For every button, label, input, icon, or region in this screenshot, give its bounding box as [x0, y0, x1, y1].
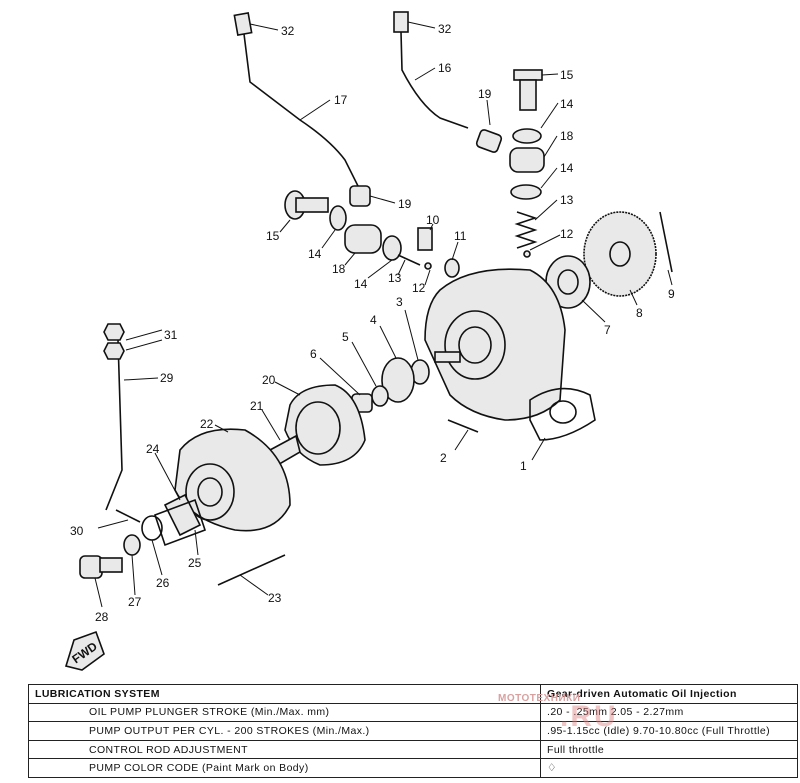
callout-26: 26: [156, 576, 170, 590]
callout-19-right: 19: [478, 87, 492, 101]
spec-row-label: OIL PUMP PLUNGER STROKE (Min./Max. mm): [28, 702, 541, 723]
spring-13-right: [514, 211, 538, 249]
banjo-bolt-15-right: [513, 69, 543, 111]
cam-20: [284, 384, 366, 466]
spec-header-label: LUBRICATION SYSTEM: [28, 684, 541, 704]
callout-30: 30: [70, 524, 84, 538]
callout-11: 11: [454, 229, 467, 243]
spec-row: CONTROL ROD ADJUSTMENT Full throttle: [28, 739, 798, 760]
banjo-18-right: [509, 147, 545, 173]
callout-14-left: 14: [308, 247, 322, 261]
hose-clip-19-left: [349, 185, 371, 207]
callout-15-right: 15: [560, 68, 574, 82]
leader-lines: [94, 21, 673, 608]
plate-4: [381, 357, 415, 403]
screw-23: [217, 554, 286, 586]
callout-18-left: 18: [332, 262, 346, 276]
callout-4: 4: [370, 313, 377, 327]
callout-31: 31: [164, 328, 178, 342]
bearing-bore: [557, 269, 579, 295]
spring-13-left: [397, 254, 421, 266]
callout-17: 17: [334, 93, 348, 107]
spring-30: [115, 509, 141, 523]
callout-15-left: 15: [266, 229, 280, 243]
spec-row-label: CONTROL ROD ADJUSTMENT: [28, 739, 541, 760]
washer-11: [444, 258, 460, 278]
callout-1: 1: [520, 459, 527, 473]
callout-14-left-lower: 14: [354, 277, 368, 291]
callout-22: 22: [200, 417, 214, 431]
spec-row-value: Full throttle: [540, 739, 798, 760]
callout-5: 5: [342, 330, 349, 344]
plate-24: [163, 493, 202, 537]
callout-21: 21: [250, 399, 264, 413]
spec-row-value: ♢: [540, 758, 798, 778]
callout-7: 7: [604, 323, 611, 337]
callout-27: 27: [128, 595, 142, 609]
callout-2: 2: [440, 451, 447, 465]
gasket-25: [153, 498, 207, 547]
callout-10: 10: [426, 213, 440, 227]
callout-16: 16: [438, 61, 452, 75]
spec-row: OIL PUMP PLUNGER STROKE (Min./Max. mm) .…: [28, 702, 798, 723]
pump-cover-22: [174, 428, 291, 532]
washer-14-right-upper: [512, 128, 542, 144]
spec-row-value: .20 - .25mm 2.05 - 2.27mm: [540, 702, 798, 723]
callout-6: 6: [310, 347, 317, 361]
spec-row: PUMP OUTPUT PER CYL. - 200 STROKES (Min.…: [28, 721, 798, 741]
bolt-28: [79, 555, 123, 579]
callout-14-right-upper: 14: [560, 97, 574, 111]
screw-2: [447, 419, 479, 433]
callout-14-right-lower: 14: [560, 161, 574, 175]
spec-row-value: .95-1.15cc (Idle) 9.70-10.80cc (Full Thr…: [540, 721, 798, 741]
callout-19-left: 19: [398, 197, 412, 211]
nut-31-lower: [103, 342, 125, 360]
forward-arrow-icon: FWD: [64, 630, 105, 671]
callout-18-right: 18: [560, 129, 574, 143]
banjo-bolt-15-left: [284, 190, 329, 220]
washer-27: [123, 534, 141, 556]
spec-header-value: Gear-driven Automatic Oil Injection: [540, 684, 798, 704]
lubrication-spec-table: LUBRICATION SYSTEM Gear-driven Automatic…: [28, 684, 798, 778]
callout-32-left: 32: [281, 24, 295, 38]
washer-14-left: [329, 205, 347, 231]
callout-9: 9: [668, 287, 675, 301]
spec-row-label: PUMP COLOR CODE (Paint Mark on Body): [28, 758, 541, 778]
callout-25: 25: [188, 556, 202, 570]
callout-29: 29: [160, 371, 174, 385]
callout-13-right: 13: [560, 193, 574, 207]
oil-pump-exploded-diagram: FWD: [64, 11, 675, 671]
washer-5: [371, 385, 389, 407]
callout-labels: 32 32 17 16 15 19 14 18 14 13 19 15 14 1…: [70, 22, 675, 624]
callout-28: 28: [95, 610, 109, 624]
callout-20: 20: [262, 373, 276, 387]
callout-24: 24: [146, 442, 160, 456]
washer-14-right-lower: [510, 184, 542, 200]
callout-8: 8: [636, 306, 643, 320]
pump-body: [424, 268, 566, 421]
callout-12-left: 12: [412, 281, 426, 295]
callout-23: 23: [268, 591, 282, 605]
callout-12-right: 12: [560, 227, 574, 241]
callout-32-right: 32: [438, 22, 452, 36]
spec-header-row: LUBRICATION SYSTEM Gear-driven Automatic…: [28, 684, 798, 704]
spec-row-label: PUMP OUTPUT PER CYL. - 200 STROKES (Min.…: [28, 721, 541, 741]
ball-12-right: [523, 250, 531, 258]
callout-3: 3: [396, 295, 403, 309]
pin-9: [659, 211, 673, 273]
washer-14-left-lower: [382, 235, 402, 261]
hose-clip-19-right: [475, 129, 503, 153]
drive-gear-8: [583, 211, 657, 297]
nut-31-upper: [103, 323, 125, 341]
callout-13-left: 13: [388, 271, 402, 285]
ball-12-left: [424, 262, 432, 270]
banjo-18-left: [344, 224, 382, 254]
bolt-10: [417, 227, 433, 251]
spec-row: PUMP COLOR CODE (Paint Mark on Body) ♢: [28, 758, 798, 778]
gasket-1: [529, 387, 596, 441]
